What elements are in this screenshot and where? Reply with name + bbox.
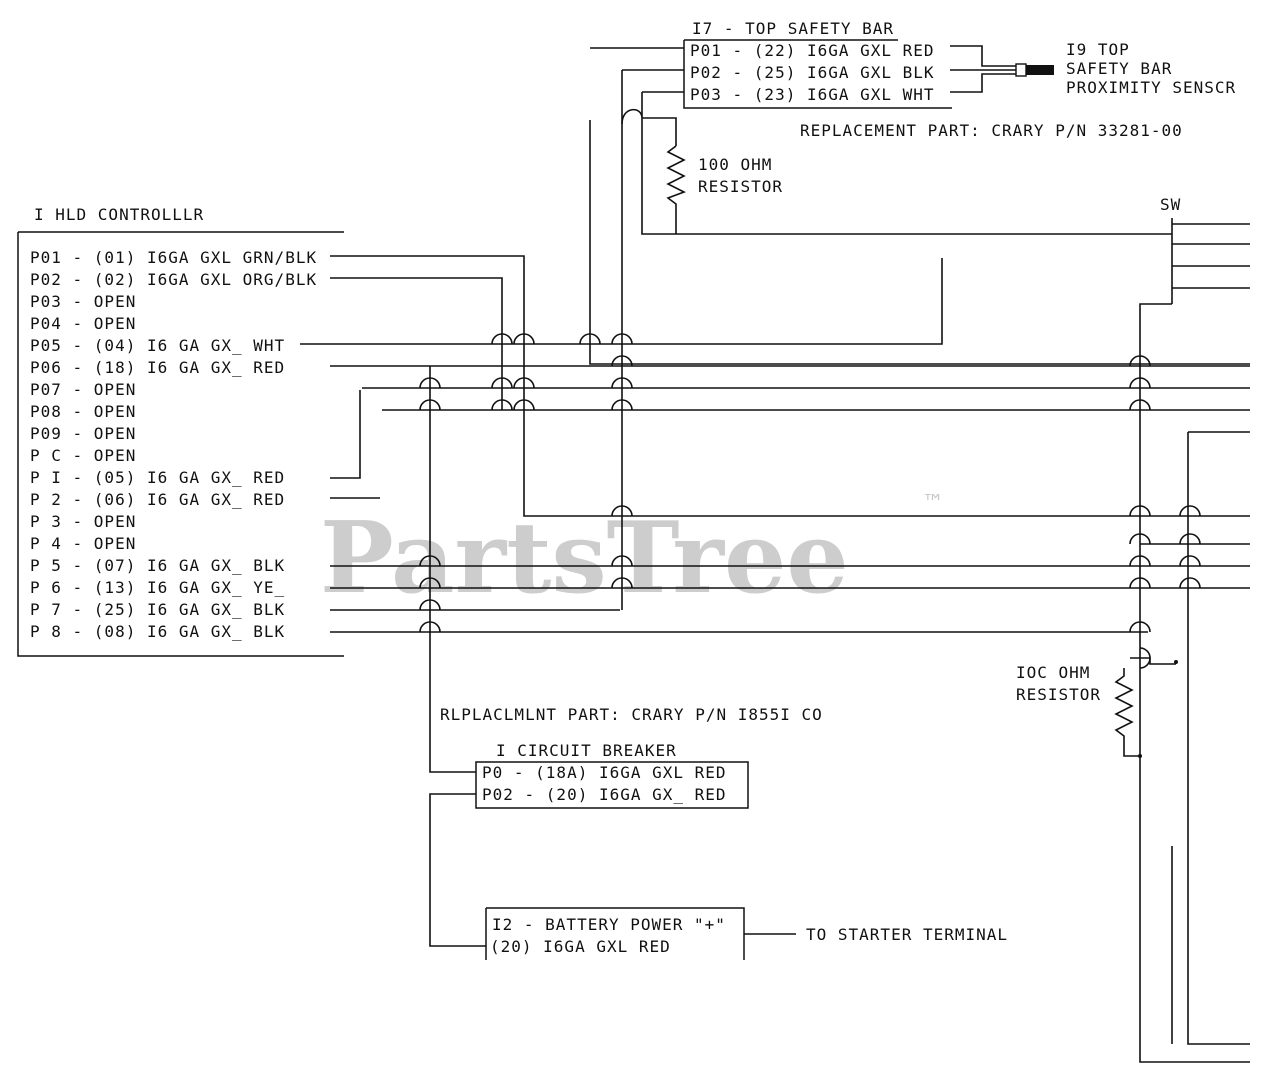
- controller-box: I HLD CONTROLLLR P01 - (01) I6GA GXL GRN…: [17, 205, 344, 657]
- sensor-line-1: I9 TOP: [1066, 40, 1130, 59]
- resistor-top-line-2: RESISTOR: [698, 177, 783, 196]
- battery-pin: (20) I6GA GXL RED: [490, 937, 671, 956]
- controller-pin-5: P05 - (04) I6 GA GX_ WHT: [30, 336, 285, 355]
- resistor-right-icon: [1114, 668, 1140, 757]
- controller-pin-1: P01 - (01) I6GA GXL GRN/BLK: [30, 248, 317, 267]
- circuit-breaker-pin-2: P02 - (20) I6GA GX_ RED: [482, 785, 727, 804]
- controller-pin-10: P C - OPEN: [30, 446, 136, 465]
- controller-pin-13: P 3 - OPEN: [30, 512, 136, 531]
- controller-pin-3: P03 - OPEN: [30, 292, 136, 311]
- top-safety-bar-pin-1: P01 - (22) I6GA GXL RED: [690, 41, 935, 60]
- controller-pin-8: P08 - OPEN: [30, 402, 136, 421]
- replacement-part-bottom: RLPLACLMLNT PART: CRARY P/N I855I CO: [440, 705, 823, 724]
- top-safety-bar-pin-2: P02 - (25) I6GA GXL BLK: [690, 63, 935, 82]
- resistor-right-line-2: RESISTOR: [1016, 685, 1101, 704]
- resistor-top-icon: [666, 145, 686, 234]
- resistor-right-line-1: IOC OHM: [1016, 663, 1090, 682]
- battery-title: I2 - BATTERY POWER "+": [492, 915, 726, 934]
- controller-pin-7: P07 - OPEN: [30, 380, 136, 399]
- sensor-plug-icon: [1015, 63, 1054, 77]
- circuit-breaker-box: I CIRCUIT BREAKER P0 - (18A) I6GA GXL RE…: [475, 741, 749, 809]
- top-safety-bar-title: I7 - TOP SAFETY BAR: [692, 19, 894, 38]
- controller-pin-16: P 6 - (13) I6 GA GX_ YE_: [30, 578, 285, 597]
- battery-box: I2 - BATTERY POWER "+" (20) I6GA GXL RED: [485, 907, 745, 960]
- watermark-trademark: ™: [922, 491, 944, 516]
- controller-pin-14: P 4 - OPEN: [30, 534, 136, 553]
- resistor-top-line-1: 100 OHM: [698, 155, 772, 174]
- controller-pin-12: P 2 - (06) I6 GA GX_ RED: [30, 490, 285, 509]
- sensor-line-3: PROXIMITY SENSCR: [1066, 78, 1236, 97]
- controller-pin-18: P 8 - (08) I6 GA GX_ BLK: [30, 622, 285, 641]
- top-safety-bar-pin-3: P03 - (23) I6GA GXL WHT: [690, 85, 935, 104]
- controller-pin-11: P I - (05) I6 GA GX_ RED: [30, 468, 285, 487]
- controller-pin-9: P09 - OPEN: [30, 424, 136, 443]
- watermark-text: PartsTree: [320, 501, 849, 616]
- switch-connector: [1139, 218, 1250, 1063]
- controller-pin-2: P02 - (02) I6GA GXL ORG/BLK: [30, 270, 317, 289]
- circuit-breaker-title: I CIRCUIT BREAKER: [496, 741, 677, 760]
- to-starter-label: TO STARTER TERMINAL: [806, 925, 1008, 944]
- sensor-label: I9 TOP SAFETY BAR PROXIMITY SENSCR: [1066, 40, 1236, 97]
- switch-label: SW: [1160, 195, 1181, 214]
- controller-pin-6: P06 - (18) I6 GA GX_ RED: [30, 358, 285, 377]
- circuit-breaker-pin-1: P0 - (18A) I6GA GXL RED: [482, 763, 727, 782]
- replacement-part-top: REPLACEMENT PART: CRARY P/N 33281-00: [800, 121, 1183, 140]
- top-safety-bar-connector: I7 - TOP SAFETY BAR P01 - (22) I6GA GXL …: [683, 19, 952, 109]
- controller-title: I HLD CONTROLLLR: [34, 205, 204, 224]
- controller-pin-15: P 5 - (07) I6 GA GX_ BLK: [30, 556, 285, 575]
- controller-pin-4: P04 - OPEN: [30, 314, 136, 333]
- controller-pin-17: P 7 - (25) I6 GA GX_ BLK: [30, 600, 285, 619]
- sensor-line-2: SAFETY BAR: [1066, 59, 1172, 78]
